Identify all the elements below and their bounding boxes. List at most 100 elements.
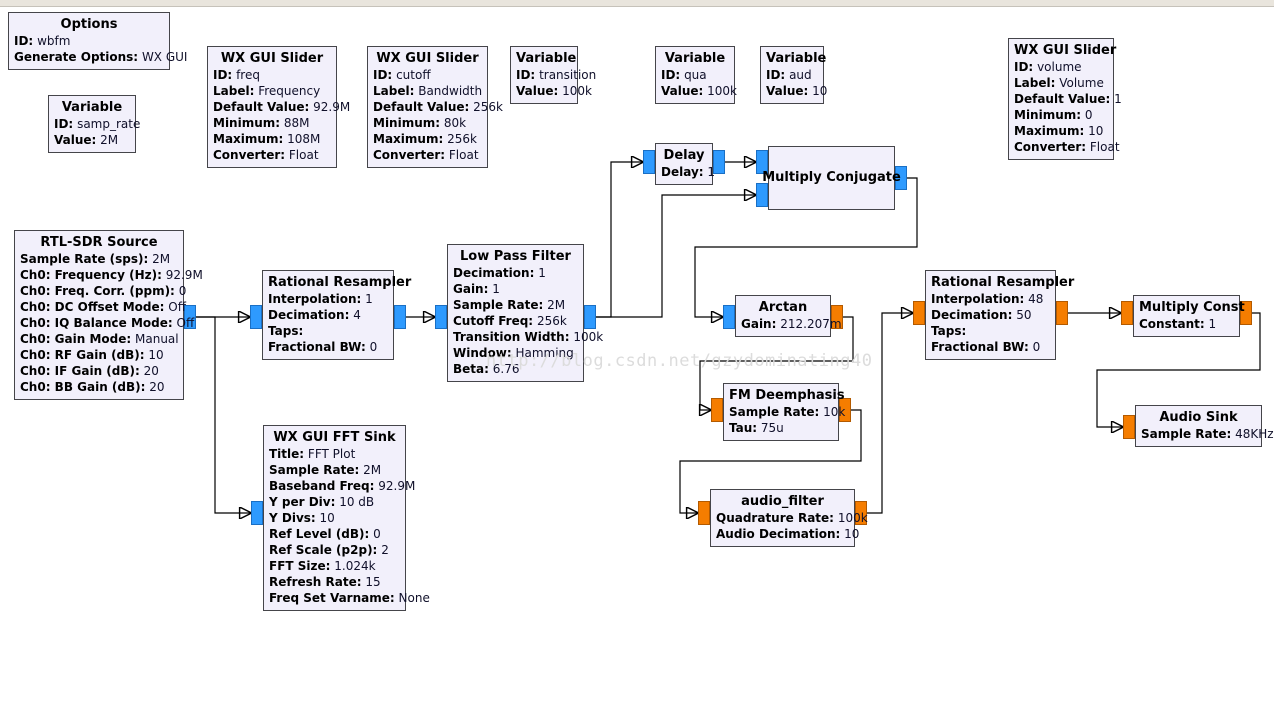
param-label: Sample Rate: xyxy=(453,298,544,312)
block-title-rational_resampler_1: Rational Resampler xyxy=(268,275,412,290)
block-param: Ch0: RF Gain (dB): 10 xyxy=(20,347,178,363)
port-in0-complex-delay[interactable] xyxy=(643,150,655,174)
block-param: Fractional BW: 0 xyxy=(268,339,388,355)
param-label: Ch0: IF Gain (dB): xyxy=(20,364,140,378)
block-title-wx_gui_fft_sink: WX GUI FFT Sink xyxy=(273,430,396,445)
param-value: 4 xyxy=(353,308,361,322)
param-label: Value: xyxy=(766,84,809,98)
param-label: Title: xyxy=(269,447,305,461)
port-in0-float-audio_sink[interactable] xyxy=(1123,415,1135,439)
param-value: 1 xyxy=(1114,92,1122,106)
param-value: Bandwidth xyxy=(418,84,483,98)
port-in0-complex-wx_gui_fft_sink[interactable] xyxy=(251,501,263,525)
block-param: Transition Width: 100k xyxy=(453,329,603,345)
param-value: samp_rate xyxy=(77,117,141,131)
block-param: Title: FFT Plot xyxy=(269,446,400,462)
param-value: 256k xyxy=(447,132,477,146)
port-out0-complex-rtl_sdr_source[interactable] xyxy=(184,305,196,329)
param-label: Quadrature Rate: xyxy=(716,511,834,525)
block-param: Sample Rate (sps): 2M xyxy=(20,251,178,267)
block-param: Decimation: 4 xyxy=(268,307,388,323)
block-param: Ch0: IF Gain (dB): 20 xyxy=(20,363,178,379)
param-label: Minimum: xyxy=(213,116,281,130)
wire-rtl_sdr_source-to-wx_gui_fft_sink[interactable] xyxy=(196,316,251,513)
wire-arctan-to-fm_deemphasis[interactable] xyxy=(700,316,854,410)
port-out0-complex-low_pass_filter[interactable] xyxy=(584,305,596,329)
port-out0-float-multiply_const[interactable] xyxy=(1240,301,1252,325)
block-param: Decimation: 50 xyxy=(931,307,1050,323)
block-param: Converter: Float xyxy=(213,147,331,163)
wire-audio_filter-to-rational_resampler_2[interactable] xyxy=(867,313,913,514)
param-label: Beta: xyxy=(453,362,489,376)
block-param: FFT Size: 1.024k xyxy=(269,558,400,574)
param-value: 20 xyxy=(149,380,165,394)
port-out0-float-fm_deemphasis[interactable] xyxy=(839,398,851,422)
block-param: Tau: 75u xyxy=(729,420,833,436)
block-param: Default Value: 92.9M xyxy=(213,99,350,115)
param-label: Window: xyxy=(453,346,512,360)
param-label: ID: xyxy=(213,68,233,82)
port-in0-float-audio_filter[interactable] xyxy=(698,501,710,525)
port-out0-float-audio_filter[interactable] xyxy=(855,501,867,525)
port-out0-complex-delay[interactable] xyxy=(713,150,725,174)
param-value: 1.024k xyxy=(334,559,376,573)
port-in0-complex-low_pass_filter[interactable] xyxy=(435,305,447,329)
param-value: 256k xyxy=(536,314,567,328)
param-label: Gain: xyxy=(741,317,777,331)
block-param: Value: 100k xyxy=(661,83,737,99)
block-param: Ch0: BB Gain (dB): 20 xyxy=(20,379,178,395)
port-in1-complex-multiply_conjugate[interactable] xyxy=(756,183,768,207)
wire-multiply_conjugate-to-arctan[interactable] xyxy=(694,177,918,317)
port-out0-complex-multiply_conjugate[interactable] xyxy=(895,166,907,190)
block-multiply_conjugate[interactable]: Multiply Conjugate xyxy=(762,146,901,210)
block-param: Sample Rate: 2M xyxy=(453,297,578,313)
port-out0-float-rational_resampler_2[interactable] xyxy=(1056,301,1068,325)
block-param: Beta: 6.76 xyxy=(453,361,578,377)
port-in0-complex-rational_resampler_1[interactable] xyxy=(250,305,262,329)
block-title-rtl_sdr_source: RTL-SDR Source xyxy=(40,235,158,250)
block-param: Gain: 1 xyxy=(453,281,578,297)
block-param: Maximum: 256k xyxy=(373,131,482,147)
port-out0-complex-rational_resampler_1[interactable] xyxy=(394,305,406,329)
wire-multiply_const-to-audio_sink[interactable] xyxy=(1096,312,1261,427)
param-label: ID: xyxy=(54,117,74,131)
port-in0-float-fm_deemphasis[interactable] xyxy=(711,398,723,422)
block-param: Ch0: Frequency (Hz): 92.9M xyxy=(20,267,203,283)
param-label: Converter: xyxy=(373,148,446,162)
block-title-rational_resampler_2: Rational Resampler xyxy=(931,275,1075,290)
param-value: 48 xyxy=(1028,292,1044,306)
wire-fm_deemphasis-to-audio_filter[interactable] xyxy=(679,409,862,513)
port-out0-float-arctan[interactable] xyxy=(831,305,843,329)
param-label: Sample Rate (sps): xyxy=(20,252,149,266)
port-in0-float-multiply_const[interactable] xyxy=(1121,301,1133,325)
param-label: ID: xyxy=(766,68,786,82)
port-in0-float-rational_resampler_2[interactable] xyxy=(913,301,925,325)
wire-low_pass_filter-to-delay[interactable] xyxy=(596,162,643,318)
block-title-low_pass_filter: Low Pass Filter xyxy=(460,249,571,264)
port-in0-complex-arctan[interactable] xyxy=(723,305,735,329)
block-param: Ch0: Freq. Corr. (ppm): 0 xyxy=(20,283,186,299)
block-title-variable_qua: Variable xyxy=(664,51,726,66)
param-label: Default Value: xyxy=(213,100,310,114)
wire-low_pass_filter-to-multiply_conjugate_in1[interactable] xyxy=(596,195,756,318)
